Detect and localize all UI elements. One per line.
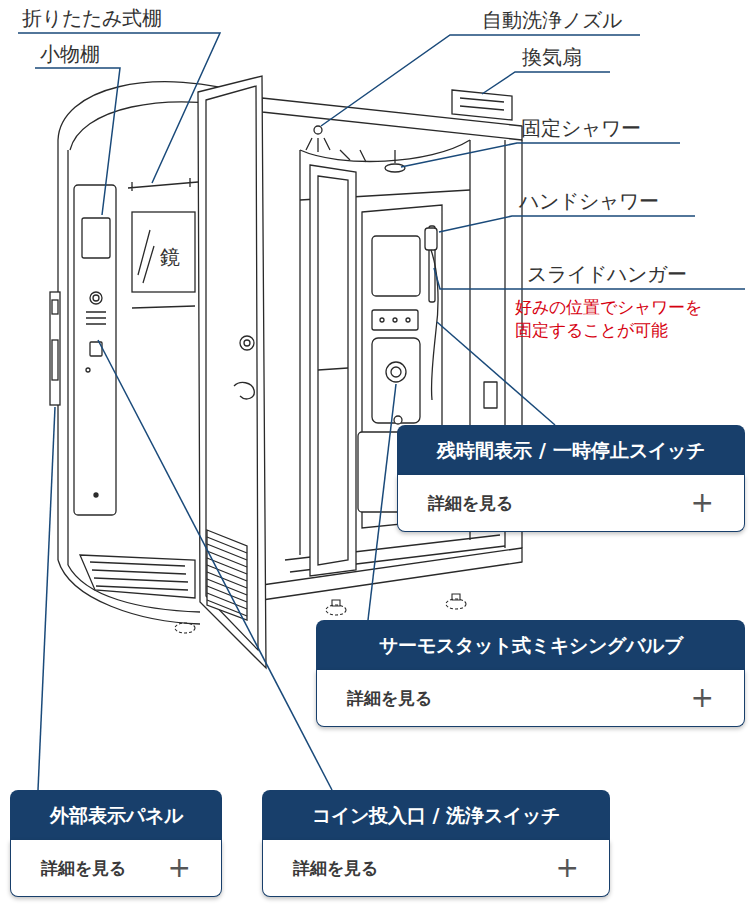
detail-link: 詳細を見る [293, 857, 378, 880]
leader-lines-part [439, 216, 695, 232]
shower-fittings [306, 90, 512, 400]
callout-heading: コイン投入口 / 洗浄スイッチ [262, 790, 610, 840]
leader-lines-part [98, 340, 332, 790]
part-label: 自動洗浄ノズル [482, 8, 622, 32]
door-part [234, 383, 254, 399]
shower-fittings-part [306, 138, 366, 162]
left-wall-part [93, 295, 99, 301]
partition-panel-part [310, 165, 356, 576]
left-wall-part [132, 306, 195, 308]
control-wall-part [394, 416, 402, 424]
shower-fittings-part [452, 90, 512, 120]
detail-link: 詳細を見る [41, 857, 126, 880]
left-wall-part [94, 493, 98, 497]
callout-box: コイン投入口 / 洗浄スイッチ詳細を見る + [262, 790, 610, 897]
leader-lines-part [38, 407, 55, 790]
partition-panel [310, 165, 356, 576]
booth-frame-part [262, 548, 522, 600]
left-wall-part [82, 218, 110, 258]
left-wall-part [90, 292, 102, 304]
door-part [206, 86, 258, 650]
part-label: 換気扇 [522, 45, 582, 69]
control-wall-part [391, 367, 401, 377]
booth-frame-part [67, 150, 68, 565]
leader-lines-part [368, 384, 396, 620]
part-label: スライドハンガー [527, 262, 687, 286]
booth-frame-part [484, 382, 497, 408]
expand-icon: + [691, 489, 714, 517]
callout-body: 詳細を見る + [262, 840, 610, 897]
door-part [244, 340, 250, 346]
shower-fittings-part [385, 164, 405, 172]
left-wall-part [50, 292, 60, 405]
leader-lines-part [35, 68, 120, 215]
booth-frame-part [299, 150, 300, 555]
callout-heading: サーモスタット式ミキシングバルブ [316, 620, 745, 670]
left-wall-part [90, 562, 188, 590]
note-text: 好みの位置でシャワーを 固定することが可能 [515, 296, 711, 342]
callout-box: サーモスタット式ミキシングバルブ詳細を見る + [316, 620, 745, 727]
door-part [207, 530, 247, 620]
partition-panel-part [318, 368, 348, 370]
left-wall-part [86, 312, 106, 324]
control-wall-part [406, 318, 410, 322]
expand-icon: + [168, 854, 191, 882]
mirror-label: 鏡 [160, 245, 180, 269]
door-part [240, 336, 254, 350]
left-wall-part [52, 300, 58, 314]
shower-fittings-part [394, 150, 395, 163]
door [198, 76, 266, 668]
leader-lines-part [18, 33, 220, 183]
control-wall-part [386, 362, 406, 382]
left-wall [50, 178, 198, 598]
partition-panel-part [318, 176, 348, 565]
expand-icon: + [691, 684, 714, 712]
control-wall-part [393, 318, 397, 322]
part-label: 折りたたみ式棚 [22, 6, 162, 30]
left-wall-part [128, 178, 198, 191]
callout-heading: 残時間表示 / 一時停止スイッチ [397, 425, 745, 475]
booth-frame [58, 82, 522, 624]
callout-body: 詳細を見る + [10, 840, 222, 897]
leader-lines [18, 33, 745, 790]
part-label: 固定シャワー [521, 116, 641, 140]
control-wall-part [372, 338, 420, 423]
leader-lines-part [401, 143, 680, 167]
control-wall-part [372, 236, 420, 296]
door-part [198, 76, 266, 668]
callout-box: 外部表示パネル詳細を見る + [10, 790, 222, 897]
callout-heading: 外部表示パネル [10, 790, 222, 840]
control-wall-part [372, 310, 418, 330]
booth-feet-part [332, 594, 460, 606]
left-wall-part [80, 555, 195, 598]
part-label: 小物棚 [40, 42, 100, 66]
leader-lines-part [321, 35, 640, 126]
part-label: ハンドシャワー [519, 189, 659, 213]
control-wall-part [380, 318, 384, 322]
booth-feet-part [175, 623, 195, 633]
shower-fittings-part [314, 126, 322, 134]
detail-link: 詳細を見る [347, 687, 432, 710]
leader-lines-part [482, 72, 610, 94]
left-wall-part [132, 212, 195, 292]
shower-fittings-part [460, 98, 504, 110]
callout-body: 詳細を見る + [316, 670, 745, 727]
left-wall-part [74, 185, 116, 515]
shower-fittings-part [425, 228, 437, 250]
left-wall-part [52, 340, 58, 380]
left-wall-part [138, 230, 154, 283]
expand-icon: + [556, 854, 579, 882]
detail-link: 詳細を見る [428, 492, 513, 515]
door-part [207, 537, 247, 616]
left-wall-part [86, 368, 90, 372]
callout-box: 残時間表示 / 一時停止スイッチ詳細を見る + [397, 425, 745, 532]
callout-body: 詳細を見る + [397, 475, 745, 532]
